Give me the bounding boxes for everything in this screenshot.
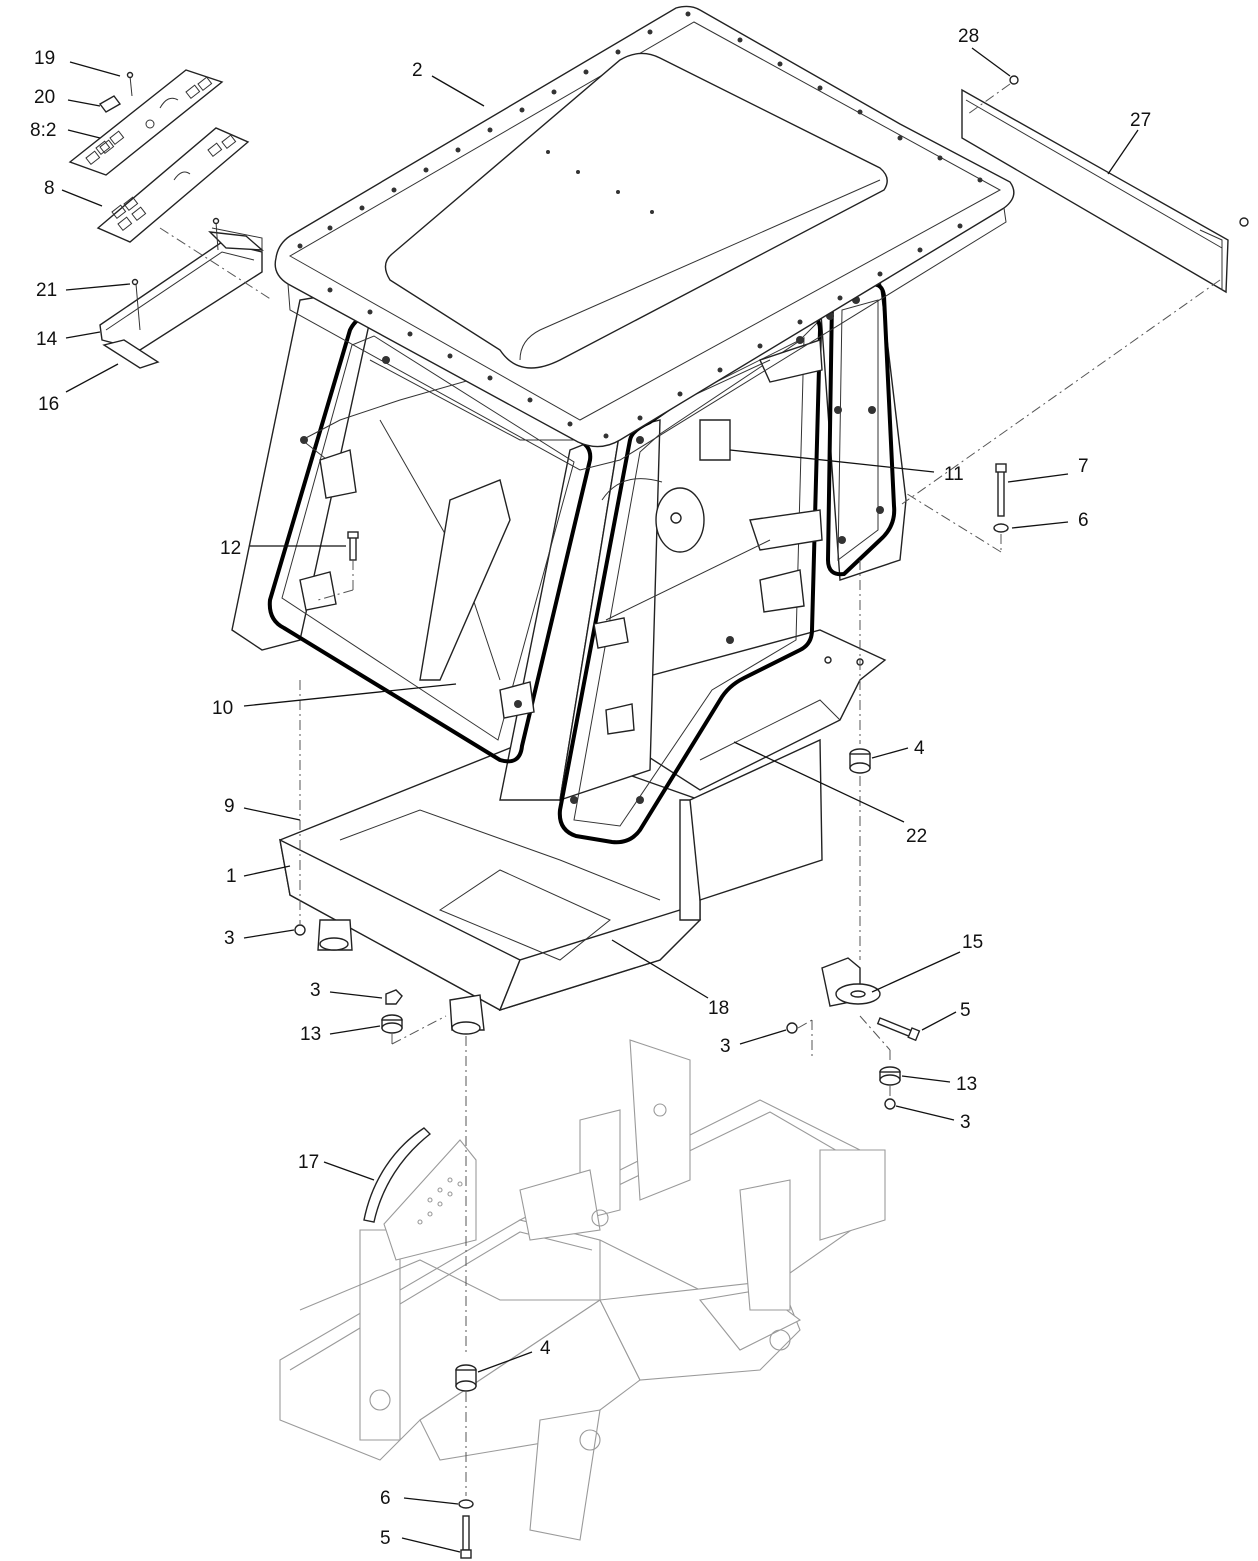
callout-13-left: 13 — [300, 1024, 321, 1045]
callout-3-right: 3 — [960, 1112, 971, 1133]
isolator-13-left — [381, 1014, 403, 1034]
screw-21 — [131, 278, 141, 331]
callout-22: 22 — [906, 826, 927, 847]
bolt-12 — [347, 531, 359, 561]
console-bracket-14 — [99, 227, 264, 351]
nut-3-left-upper — [294, 924, 306, 936]
cab-base-1 — [279, 738, 823, 1035]
screw-near-bracket — [212, 217, 220, 251]
callout-11: 11 — [944, 464, 964, 485]
callout-27: 27 — [1130, 110, 1151, 131]
switch-panel-upper — [68, 69, 224, 176]
callout-5-lower: 5 — [380, 1528, 391, 1549]
callout-3-mid: 3 — [720, 1036, 731, 1057]
callout-15: 15 — [962, 932, 983, 953]
chassis-frame-ghost — [279, 1039, 886, 1541]
rear-panel-27 — [961, 88, 1229, 294]
nut-3-left-lower — [385, 989, 403, 1005]
callout-16: 16 — [38, 394, 59, 415]
callout-6-lower: 6 — [380, 1488, 391, 1509]
door-left-10 — [267, 314, 593, 764]
screw-19 — [126, 71, 134, 97]
isolator-4-lower — [455, 1364, 477, 1392]
switch-panel-lower — [96, 127, 250, 243]
callout-12: 12 — [220, 538, 241, 559]
callout-7: 7 — [1078, 456, 1089, 477]
callout-9: 9 — [224, 796, 235, 817]
callout-3-left-upper: 3 — [224, 928, 235, 949]
callout-3-left-lower: 3 — [310, 980, 321, 1001]
roof-2 — [274, 5, 1015, 471]
callout-4-lower: 4 — [540, 1338, 551, 1359]
decal-20 — [98, 95, 122, 113]
bolt-7 — [995, 463, 1007, 517]
bolt-5-right — [876, 1017, 921, 1042]
nut-3-right — [884, 1098, 896, 1110]
callout-1: 1 — [226, 866, 237, 887]
washer-6-upper — [993, 523, 1009, 533]
washer-6-lower — [458, 1499, 474, 1509]
nut-3-mid — [786, 1022, 798, 1034]
callout-28: 28 — [958, 26, 979, 47]
callout-19: 19 — [34, 48, 55, 69]
callout-5-right: 5 — [960, 1000, 971, 1021]
bolt-28 — [1009, 75, 1249, 227]
callout-6-upper: 6 — [1078, 510, 1089, 531]
mount-bracket-15 — [821, 957, 881, 1007]
bolt-5-lower — [460, 1515, 472, 1559]
callout-20: 20 — [34, 87, 55, 108]
fender-bracket-ghost — [383, 1139, 477, 1261]
callout-labels: 19 20 8:2 8 21 14 16 2 28 27 11 7 6 12 1… — [30, 26, 1151, 1549]
callout-18: 18 — [708, 998, 729, 1019]
callout-14: 14 — [36, 329, 58, 350]
callout-17: 17 — [298, 1152, 319, 1173]
callout-8: 8 — [44, 178, 55, 199]
callout-2: 2 — [412, 60, 423, 81]
callout-8-2: 8:2 — [30, 120, 56, 141]
callout-13-right: 13 — [956, 1074, 977, 1095]
plate-16 — [102, 339, 160, 369]
callout-21: 21 — [36, 280, 57, 301]
isolator-4-upper — [849, 748, 871, 774]
isolator-13-right — [879, 1066, 901, 1086]
callout-10: 10 — [212, 698, 233, 719]
leader-lines — [61, 47, 1139, 1553]
callout-4-upper: 4 — [914, 738, 925, 759]
fender-17 — [363, 1127, 432, 1223]
